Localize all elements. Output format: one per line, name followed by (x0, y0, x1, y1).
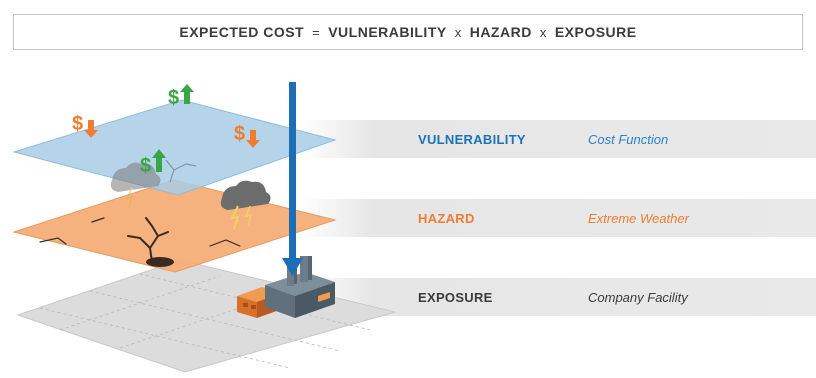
storm-cloud-icon (220, 180, 271, 230)
storm-cloud-icon (110, 162, 161, 208)
svg-text:$: $ (72, 113, 83, 135)
desc-hazard: Extreme Weather (588, 211, 689, 226)
hazard-layer (12, 179, 337, 273)
formula-term-hazard: HAZARD (469, 24, 532, 40)
dollar-up-icon: $ (168, 84, 194, 109)
formula-term-exposure: EXPOSURE (554, 24, 637, 40)
band-hazard (300, 199, 816, 237)
down-arrow-icon (282, 82, 303, 276)
label-exposure: EXPOSURE (418, 290, 493, 305)
formula-term-vulnerability: VULNERABILITY (328, 24, 447, 40)
svg-text:$: $ (168, 87, 179, 109)
factory-icon (237, 256, 335, 318)
desc-exposure: Company Facility (588, 290, 688, 305)
exposure-grid (39, 273, 371, 369)
exposure-layer (16, 256, 397, 373)
dollar-down-icon: $ (234, 123, 260, 148)
dollar-down-icon: $ (72, 113, 98, 138)
label-hazard: HAZARD (418, 211, 475, 226)
band-vulnerability (300, 120, 816, 158)
formula-equals: = (312, 24, 321, 40)
ground-crack-icon (39, 217, 241, 267)
svg-text:$: $ (234, 123, 245, 145)
vulnerability-layer (12, 99, 337, 208)
exposure-plane (16, 259, 397, 373)
formula-lhs: EXPECTED COST (179, 24, 305, 40)
vulnerability-plane (12, 99, 337, 196)
formula-times-1: x (454, 24, 462, 40)
desc-vulnerability: Cost Function (588, 132, 669, 147)
dollar-up-icon: $ (140, 149, 166, 177)
label-vulnerability: VULNERABILITY (418, 132, 526, 147)
formula-box: EXPECTED COST = VULNERABILITY x HAZARD x… (13, 14, 803, 50)
svg-text:$: $ (140, 155, 151, 177)
formula-times-2: x (539, 24, 547, 40)
